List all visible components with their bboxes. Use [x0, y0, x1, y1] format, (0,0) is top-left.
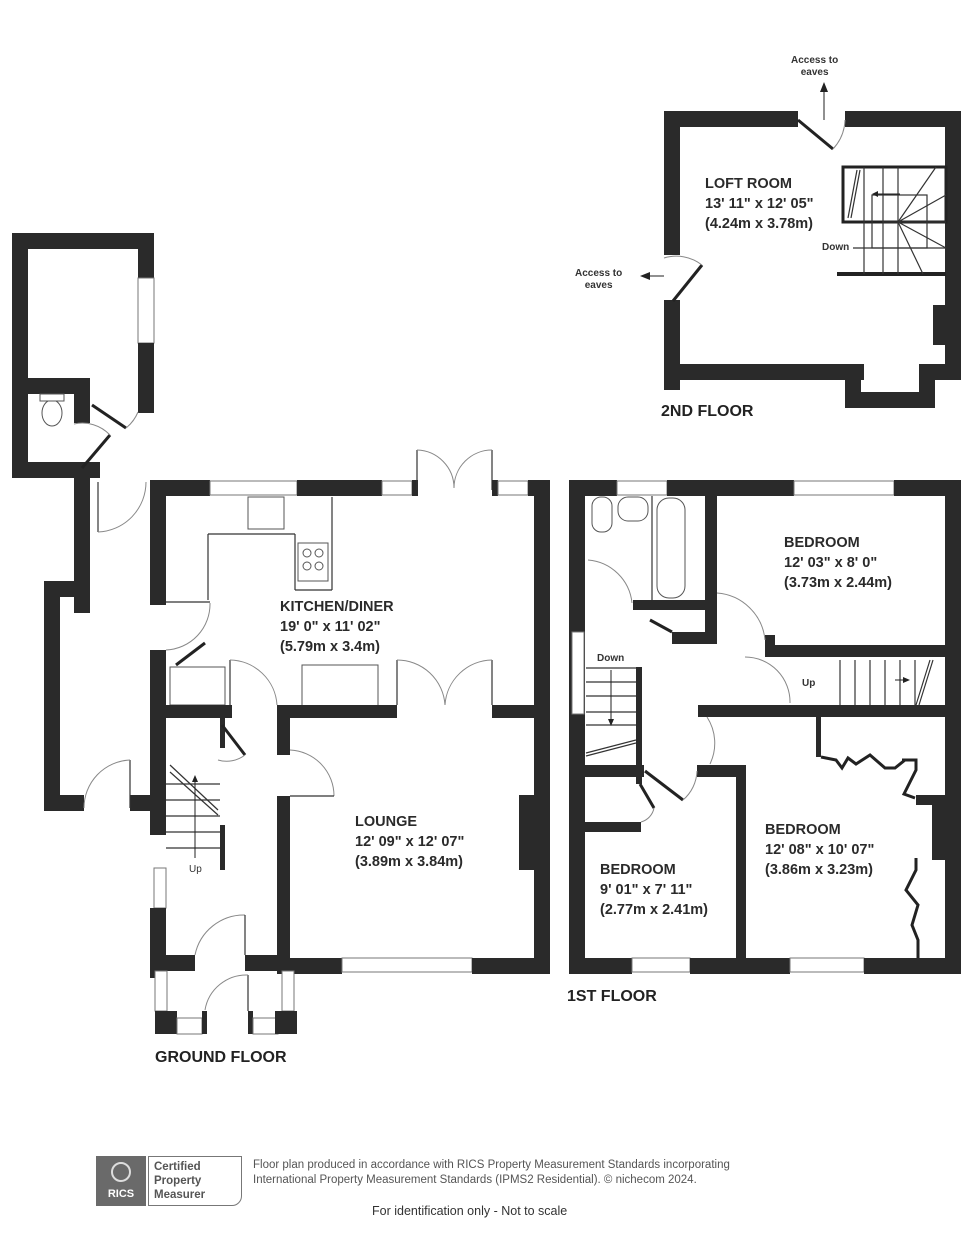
statement-line-1: Floor plan produced in accordance with R…	[253, 1159, 730, 1171]
rics-certified-badge: RICS Certified Property Measurer	[96, 1156, 242, 1206]
badge-line: Property	[154, 1175, 202, 1187]
eaves-label-line1: Access to	[791, 55, 839, 66]
room-size-imperial: 13' 11" x 12' 05"	[705, 196, 814, 212]
room-size-metric: (3.73m x 2.44m)	[784, 575, 893, 591]
badge-line: Certified	[154, 1161, 201, 1173]
room-size-metric: (2.77m x 2.41m)	[600, 902, 709, 918]
measurement-statement: Floor plan produced in accordance with R…	[253, 1158, 730, 1188]
floor-title-ground: GROUND FLOOR	[155, 1049, 287, 1066]
second-floor-plan	[640, 82, 961, 408]
room-label-kitchen-diner: KITCHEN/DINER 19' 0" x 11' 02" (5.79m x …	[280, 597, 394, 657]
room-name: BEDROOM	[784, 535, 860, 551]
ground-floor-plan	[12, 233, 550, 1035]
first-stairs-down-label: Down	[597, 653, 625, 664]
certified-property-measurer-label: Certified Property Measurer	[148, 1156, 242, 1206]
room-label-lounge: LOUNGE 12' 09" x 12' 07" (3.89m x 3.84m)	[355, 812, 464, 872]
disclaimer: For identification only - Not to scale	[372, 1204, 568, 1218]
statement-line-2: International Property Measurement Stand…	[253, 1174, 697, 1186]
room-label-bedroom-1: BEDROOM 12' 03" x 8' 0" (3.73m x 2.44m)	[784, 533, 892, 593]
badge-line: Measurer	[154, 1189, 206, 1201]
room-size-imperial: 12' 08" x 10' 07"	[765, 842, 875, 858]
room-size-imperial: 12' 03" x 8' 0"	[784, 555, 878, 571]
rics-logo: RICS	[96, 1156, 146, 1206]
room-size-metric: (3.86m x 3.23m)	[765, 862, 874, 878]
room-name: LOFT ROOM	[705, 176, 792, 192]
first-floor-plan	[569, 480, 961, 974]
floor-title-second: 2ND FLOOR	[661, 403, 754, 420]
room-name: LOUNGE	[355, 814, 418, 830]
room-name: KITCHEN/DINER	[280, 599, 394, 615]
eaves-label-line2: eaves	[584, 280, 613, 291]
room-size-imperial: 12' 09" x 12' 07"	[355, 834, 465, 850]
eaves-access-left-label: Access to eaves	[575, 268, 622, 292]
room-label-loft: LOFT ROOM 13' 11" x 12' 05" (4.24m x 3.7…	[705, 174, 814, 234]
rics-lion-icon	[111, 1162, 131, 1182]
eaves-label-line2: eaves	[800, 67, 829, 78]
floor-title-first: 1ST FLOOR	[567, 988, 657, 1005]
room-name: BEDROOM	[600, 862, 676, 878]
room-size-imperial: 19' 0" x 11' 02"	[280, 619, 381, 635]
loft-stairs-down-label: Down	[822, 242, 850, 253]
eaves-access-top-label: Access to eaves	[791, 55, 838, 79]
eaves-label-line1: Access to	[575, 268, 623, 279]
first-stairs-up-label: Up	[802, 678, 816, 689]
room-size-metric: (5.79m x 3.4m)	[280, 639, 380, 655]
room-label-bedroom-3: BEDROOM 9' 01" x 7' 11" (2.77m x 2.41m)	[600, 860, 708, 920]
room-label-bedroom-2: BEDROOM 12' 08" x 10' 07" (3.86m x 3.23m…	[765, 820, 874, 880]
room-name: BEDROOM	[765, 822, 841, 838]
ground-stairs-up-label: Up	[189, 864, 202, 875]
room-size-metric: (3.89m x 3.84m)	[355, 854, 464, 870]
rics-org-label: RICS	[107, 1188, 135, 1200]
room-size-metric: (4.24m x 3.78m)	[705, 216, 814, 232]
room-size-imperial: 9' 01" x 7' 11"	[600, 882, 693, 898]
